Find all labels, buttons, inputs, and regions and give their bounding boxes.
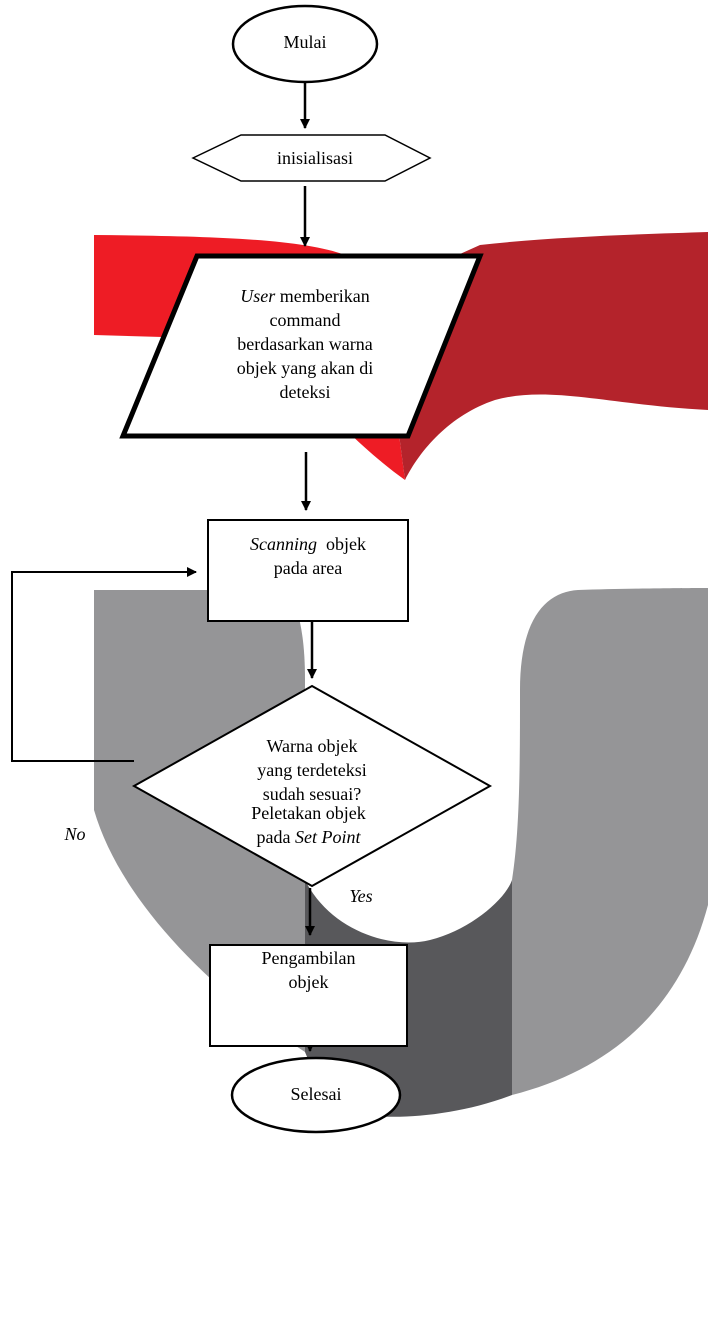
end-text: Selesai — [291, 1084, 342, 1104]
input-label: User memberikan command berdasarkan warn… — [180, 284, 430, 404]
decision-line-1: Warna objek — [222, 734, 402, 758]
input-italic-user: User — [240, 286, 275, 306]
place-prefix: pada — [257, 827, 295, 847]
input-line-4: objek yang akan di — [180, 356, 430, 380]
input-line-3: berdasarkan warna — [180, 332, 430, 356]
yes-label: Yes — [336, 884, 386, 908]
scan-line-2: pada area — [210, 556, 406, 580]
start-text: Mulai — [284, 32, 327, 52]
init-text: inisialisasi — [277, 148, 353, 168]
no-label: No — [50, 822, 100, 846]
input-line-1-rest: memberikan — [275, 286, 369, 306]
take-label: Pengambilan objek — [212, 946, 405, 994]
place-line-1: Peletakan objek — [212, 801, 405, 825]
decision-line-2: yang terdeteksi — [222, 758, 402, 782]
take-line-2: objek — [212, 970, 405, 994]
logo-gray-right-arm — [512, 588, 708, 1095]
take-line-1: Pengambilan — [212, 946, 405, 970]
place-line-2: pada Set Point — [212, 825, 405, 849]
scan-line-1: Scanning objek — [210, 532, 406, 556]
scan-label: Scanning objek pada area — [210, 532, 406, 580]
input-line-5: deteksi — [180, 380, 430, 404]
place-label: Peletakan objek pada Set Point — [212, 801, 405, 849]
end-label: Selesai — [256, 1082, 376, 1106]
scan-line-1-rest: objek — [317, 534, 366, 554]
init-label: inisialisasi — [240, 146, 390, 170]
input-line-1: User memberikan — [180, 284, 430, 308]
place-italic: Set Point — [295, 827, 361, 847]
start-label: Mulai — [245, 30, 365, 54]
decision-label: Warna objek yang terdeteksi sudah sesuai… — [222, 734, 402, 806]
input-line-2: command — [180, 308, 430, 332]
scan-italic: Scanning — [250, 534, 317, 554]
